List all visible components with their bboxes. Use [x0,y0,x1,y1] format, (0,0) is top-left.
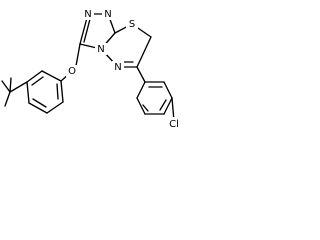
n3-atom-label: N [114,62,121,73]
right-ring-bond-attach [136,66,146,83]
n3-label-background [112,61,124,73]
right-ring-bond-2 [163,81,173,99]
o-atom-label: O [68,66,76,77]
tert-butyl-bond-up [9,77,12,93]
right-ring-double-2 [159,99,167,111]
tert-butyl-bond-left [1,80,11,93]
cl-label-background [165,117,182,130]
left-ring-bond-6 [60,80,64,103]
right-ring-bond-6 [136,81,146,99]
left-ring-bond-5 [46,101,64,114]
bond-c3-methylene [75,43,81,67]
n1-atom-label: N [84,9,91,20]
left-ring-bond-3 [26,81,30,104]
n4-label-background [95,43,107,55]
cl-atom-label: Cl [169,119,179,130]
left-ring-double-1 [31,76,44,86]
right-ring-double-3 [142,104,149,112]
left-ring-double-2 [32,98,47,108]
n2-label-background [102,8,114,20]
bond-layer [1,13,175,122]
atom-label-layer: N N S N O N Cl [66,8,182,130]
chemical-structure-drawing: N N S N O N Cl [1,8,182,130]
s-atom-label: S [129,19,135,30]
o-label-background [66,65,78,77]
tert-butyl-bond-center [9,81,28,93]
s-label-background [126,18,138,30]
bond-c3-n1-double [83,18,91,43]
left-ring-double-3 [56,83,59,100]
left-ring-bond-4 [28,102,48,114]
right-ring-bond-5 [136,97,146,115]
n4-atom-label: N [97,44,104,55]
left-ring-bond-2 [26,70,43,83]
bond-ch2-c6 [136,36,152,68]
left-ring-bond-1 [41,70,62,82]
tert-butyl-bond-down [4,91,11,107]
n2-atom-label: N [104,9,111,20]
n1-label-background [82,8,94,20]
right-ring-bond-3 [163,97,173,115]
